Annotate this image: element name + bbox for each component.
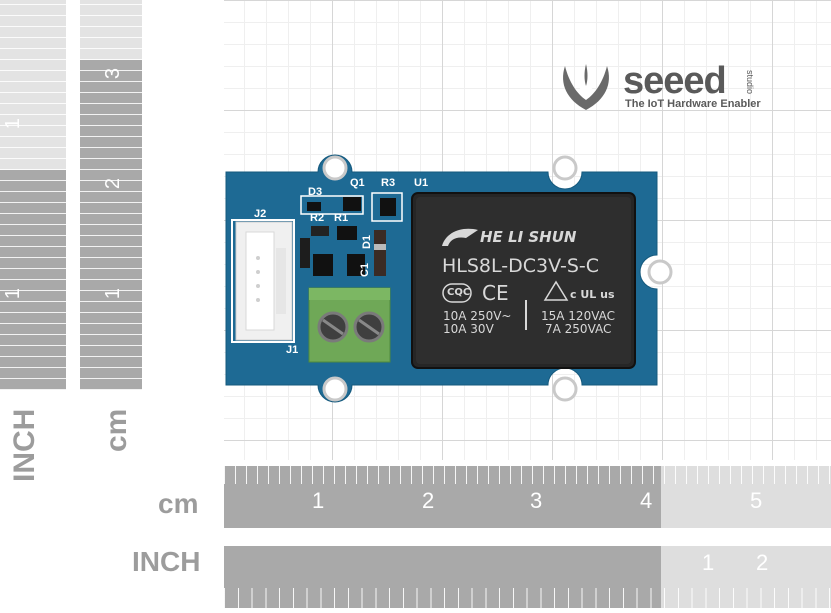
relay-rating-right-2: 7A 250VAC: [545, 322, 612, 336]
horizontal-cm-number: 3: [530, 488, 543, 513]
relay-model: HLS8L-DC3V-S-C: [442, 255, 600, 277]
relay-rating-left-1: 10A 250V~: [443, 309, 512, 323]
vertical-inch-ruler: 1 1: [0, 0, 66, 390]
horizontal-inch-ruler: 1 2: [224, 546, 831, 608]
label-r2: R2: [310, 212, 325, 224]
logo-wordmark: seeed: [623, 60, 727, 102]
horizontal-cm-number: 4: [640, 488, 653, 513]
label-r1: R1: [334, 212, 349, 224]
label-j1: J1: [286, 344, 299, 356]
label-u1: U1: [414, 177, 429, 189]
label-r3: R3: [381, 177, 396, 189]
relay-rating-left-2: 10A 30V: [443, 322, 494, 336]
relay-rating-right-1: 15A 120VAC: [541, 309, 616, 323]
horizontal-cm-number: 2: [422, 488, 435, 513]
relay-brand: HE LI SHUN: [480, 228, 577, 246]
logo-tagline: The IoT Hardware Enabler: [625, 98, 761, 110]
label-j2: J2: [254, 208, 267, 220]
relay-cert-cqc: CQC: [447, 287, 471, 298]
horizontal-cm-number: 5: [750, 488, 763, 513]
label-q1: Q1: [350, 177, 365, 189]
horizontal-cm-number: 1: [312, 488, 325, 513]
vertical-cm-ruler: 3 2 1: [80, 0, 142, 390]
horizontal-cm-label: cm: [158, 488, 199, 519]
relay-cert-ce: CE: [482, 281, 509, 305]
horizontal-cm-ruler: 1 2 3 4 5: [224, 466, 831, 528]
label-c1: C1: [359, 262, 372, 278]
relay-cert-ul: c UL us: [570, 288, 615, 301]
seeed-leaf-icon: [563, 64, 609, 110]
horizontal-inch-label: INCH: [132, 546, 201, 577]
seeed-logo: seeed studio The IoT Hardware Enabler: [555, 60, 761, 117]
label-d1: D1: [361, 234, 374, 250]
horizontal-inch-number: 2: [756, 550, 769, 575]
label-d3: D3: [308, 186, 323, 198]
horizontal-inch-number: 1: [702, 550, 715, 575]
